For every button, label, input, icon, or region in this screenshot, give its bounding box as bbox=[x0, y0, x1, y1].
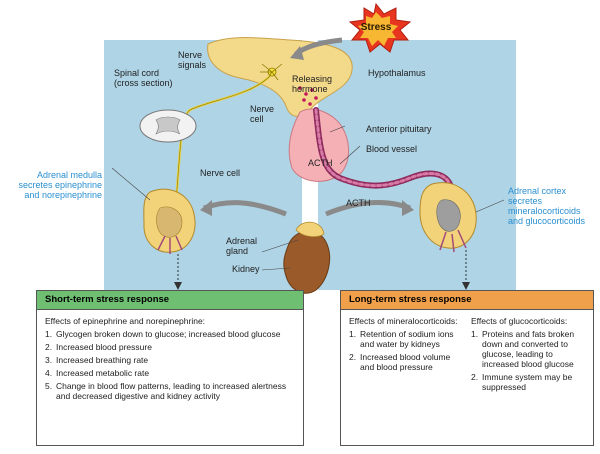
stress-label: Stress bbox=[360, 22, 392, 33]
adrenal-cortex-callout: Adrenal cortex secretes mineralocorticoi… bbox=[508, 186, 586, 226]
nerve-signals-label: Nerve signals bbox=[178, 50, 207, 70]
short-term-intro: Effects of epinephrine and norepinephrin… bbox=[45, 316, 206, 326]
adrenal-cortex-gland bbox=[419, 182, 477, 253]
right-panel-background bbox=[318, 40, 516, 290]
list-item: 1.Proteins and fats broken down and conv… bbox=[471, 329, 575, 369]
releasing-hormone-dots bbox=[298, 86, 318, 106]
kidney-shape bbox=[283, 221, 331, 294]
spinal-cord-shape bbox=[139, 109, 197, 143]
adrenal-gland-label: Adrenal gland bbox=[226, 236, 258, 256]
spinal-cord-label: Spinal cord (cross section) bbox=[114, 68, 173, 88]
nerve-cell-top-label: Nerve cell bbox=[250, 104, 275, 124]
hypothalamus-label: Hypothalamus bbox=[368, 68, 426, 78]
releasing-hormone-label: Releasing hormone bbox=[292, 74, 333, 94]
list-item: 2.Immune system may be suppressed bbox=[471, 372, 573, 392]
kidney-label: Kidney bbox=[232, 264, 260, 274]
adrenal-medulla-callout: Adrenal medulla secretes epinephrine and… bbox=[18, 170, 102, 200]
list-item: 3.Increased breathing rate bbox=[45, 355, 149, 365]
nerve-cell-mid-label: Nerve cell bbox=[200, 168, 241, 178]
adrenal-medulla-gland bbox=[143, 188, 196, 254]
list-item: 4.Increased metabolic rate bbox=[45, 368, 150, 378]
list-item: 5.Change in blood flow patterns, leading… bbox=[45, 381, 287, 401]
blood-vessel-label: Blood vessel bbox=[366, 144, 418, 154]
anterior-pituitary-label: Anterior pituitary bbox=[366, 124, 432, 134]
list-item: 2.Increased blood pressure bbox=[45, 342, 152, 352]
short-term-title: Short-term stress response bbox=[37, 291, 303, 310]
long-term-title: Long-term stress response bbox=[341, 291, 593, 310]
long-term-box: Long-term stress response Effects of min… bbox=[340, 290, 594, 446]
acth-vessel-label: ACTH bbox=[346, 198, 371, 208]
short-term-box: Short-term stress response Effects of ep… bbox=[36, 290, 304, 446]
nerve-cell-top bbox=[260, 63, 283, 81]
list-item: 2.Increased blood volume and blood press… bbox=[349, 352, 451, 372]
mineralocorticoid-intro: Effects of mineralocorticoids: bbox=[349, 316, 458, 326]
glucocorticoid-intro: Effects of glucocorticoids: bbox=[471, 316, 568, 326]
list-item: 1.Retention of sodium ions and water by … bbox=[349, 329, 454, 349]
acth-pituitary-label: ACTH bbox=[308, 158, 333, 168]
list-item: 1.Glycogen broken down to glucose; incre… bbox=[45, 329, 281, 339]
